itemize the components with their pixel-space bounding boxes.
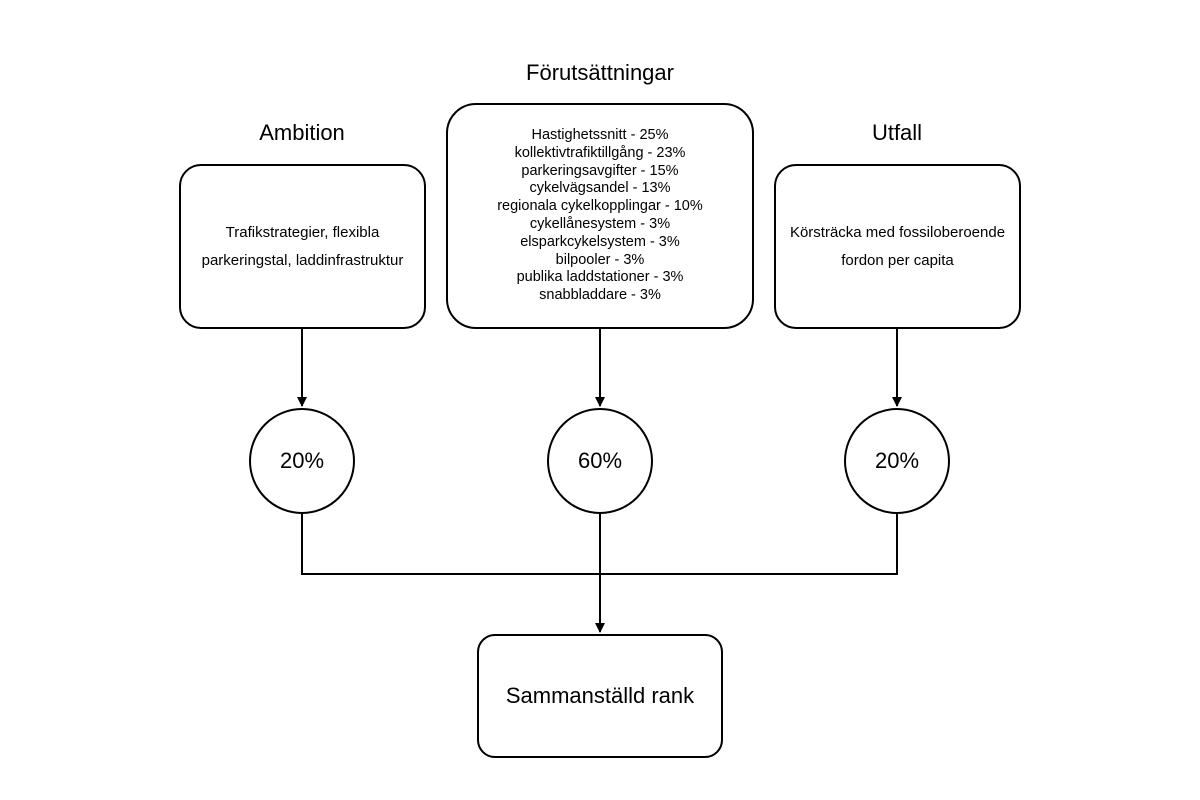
factor-item: elsparkcykelsystem - 3% [520,233,680,250]
factor-item: parkeringsavgifter - 15% [521,162,679,179]
weight-circle-ambition: 20% [249,408,355,514]
utfall-description: Körsträcka med fossiloberoende fordon pe… [790,219,1005,275]
factor-list: Hastighetssnitt - 25% kollektivtrafiktil… [497,127,703,305]
factor-item: snabbladdare - 3% [539,287,661,304]
heading-ambition: Ambition [259,120,345,145]
box-forutsattningar: Hastighetssnitt - 25% kollektivtrafiktil… [446,103,754,329]
utfall-line: Körsträcka med fossiloberoende [789,223,1006,241]
heading-forutsattningar: Förutsättningar [526,60,674,85]
factor-item: Hastighetssnitt - 25% [531,127,669,144]
factor-item: cykelvägsandel - 13% [529,180,671,197]
box-result: Sammanställd rank [477,634,723,758]
result-label: Sammanställd rank [505,683,695,708]
weight-circle-utfall: 20% [844,408,950,514]
ambition-description: Trafikstrategier, flexibla parkeringstal… [202,219,404,275]
factor-item: cykellånesystem - 3% [529,216,671,232]
weight-circle-forutsattningar: 60% [547,408,653,514]
ambition-line: Trafikstrategier, flexibla [225,223,380,241]
factor-item: publika laddstationer - 3% [516,269,684,286]
factor-item: bilpooler - 3% [555,251,645,268]
factor-item: kollektivtrafiktillgång - 23% [514,144,686,161]
ambition-line: parkeringstal, laddinfrastruktur [201,251,404,269]
box-utfall: Körsträcka med fossiloberoende fordon pe… [774,164,1021,329]
utfall-line: fordon per capita [841,251,954,269]
factor-item: regionala cykelkopplingar - 10% [497,198,703,215]
heading-utfall: Utfall [871,120,923,145]
box-ambition: Trafikstrategier, flexibla parkeringstal… [179,164,426,329]
